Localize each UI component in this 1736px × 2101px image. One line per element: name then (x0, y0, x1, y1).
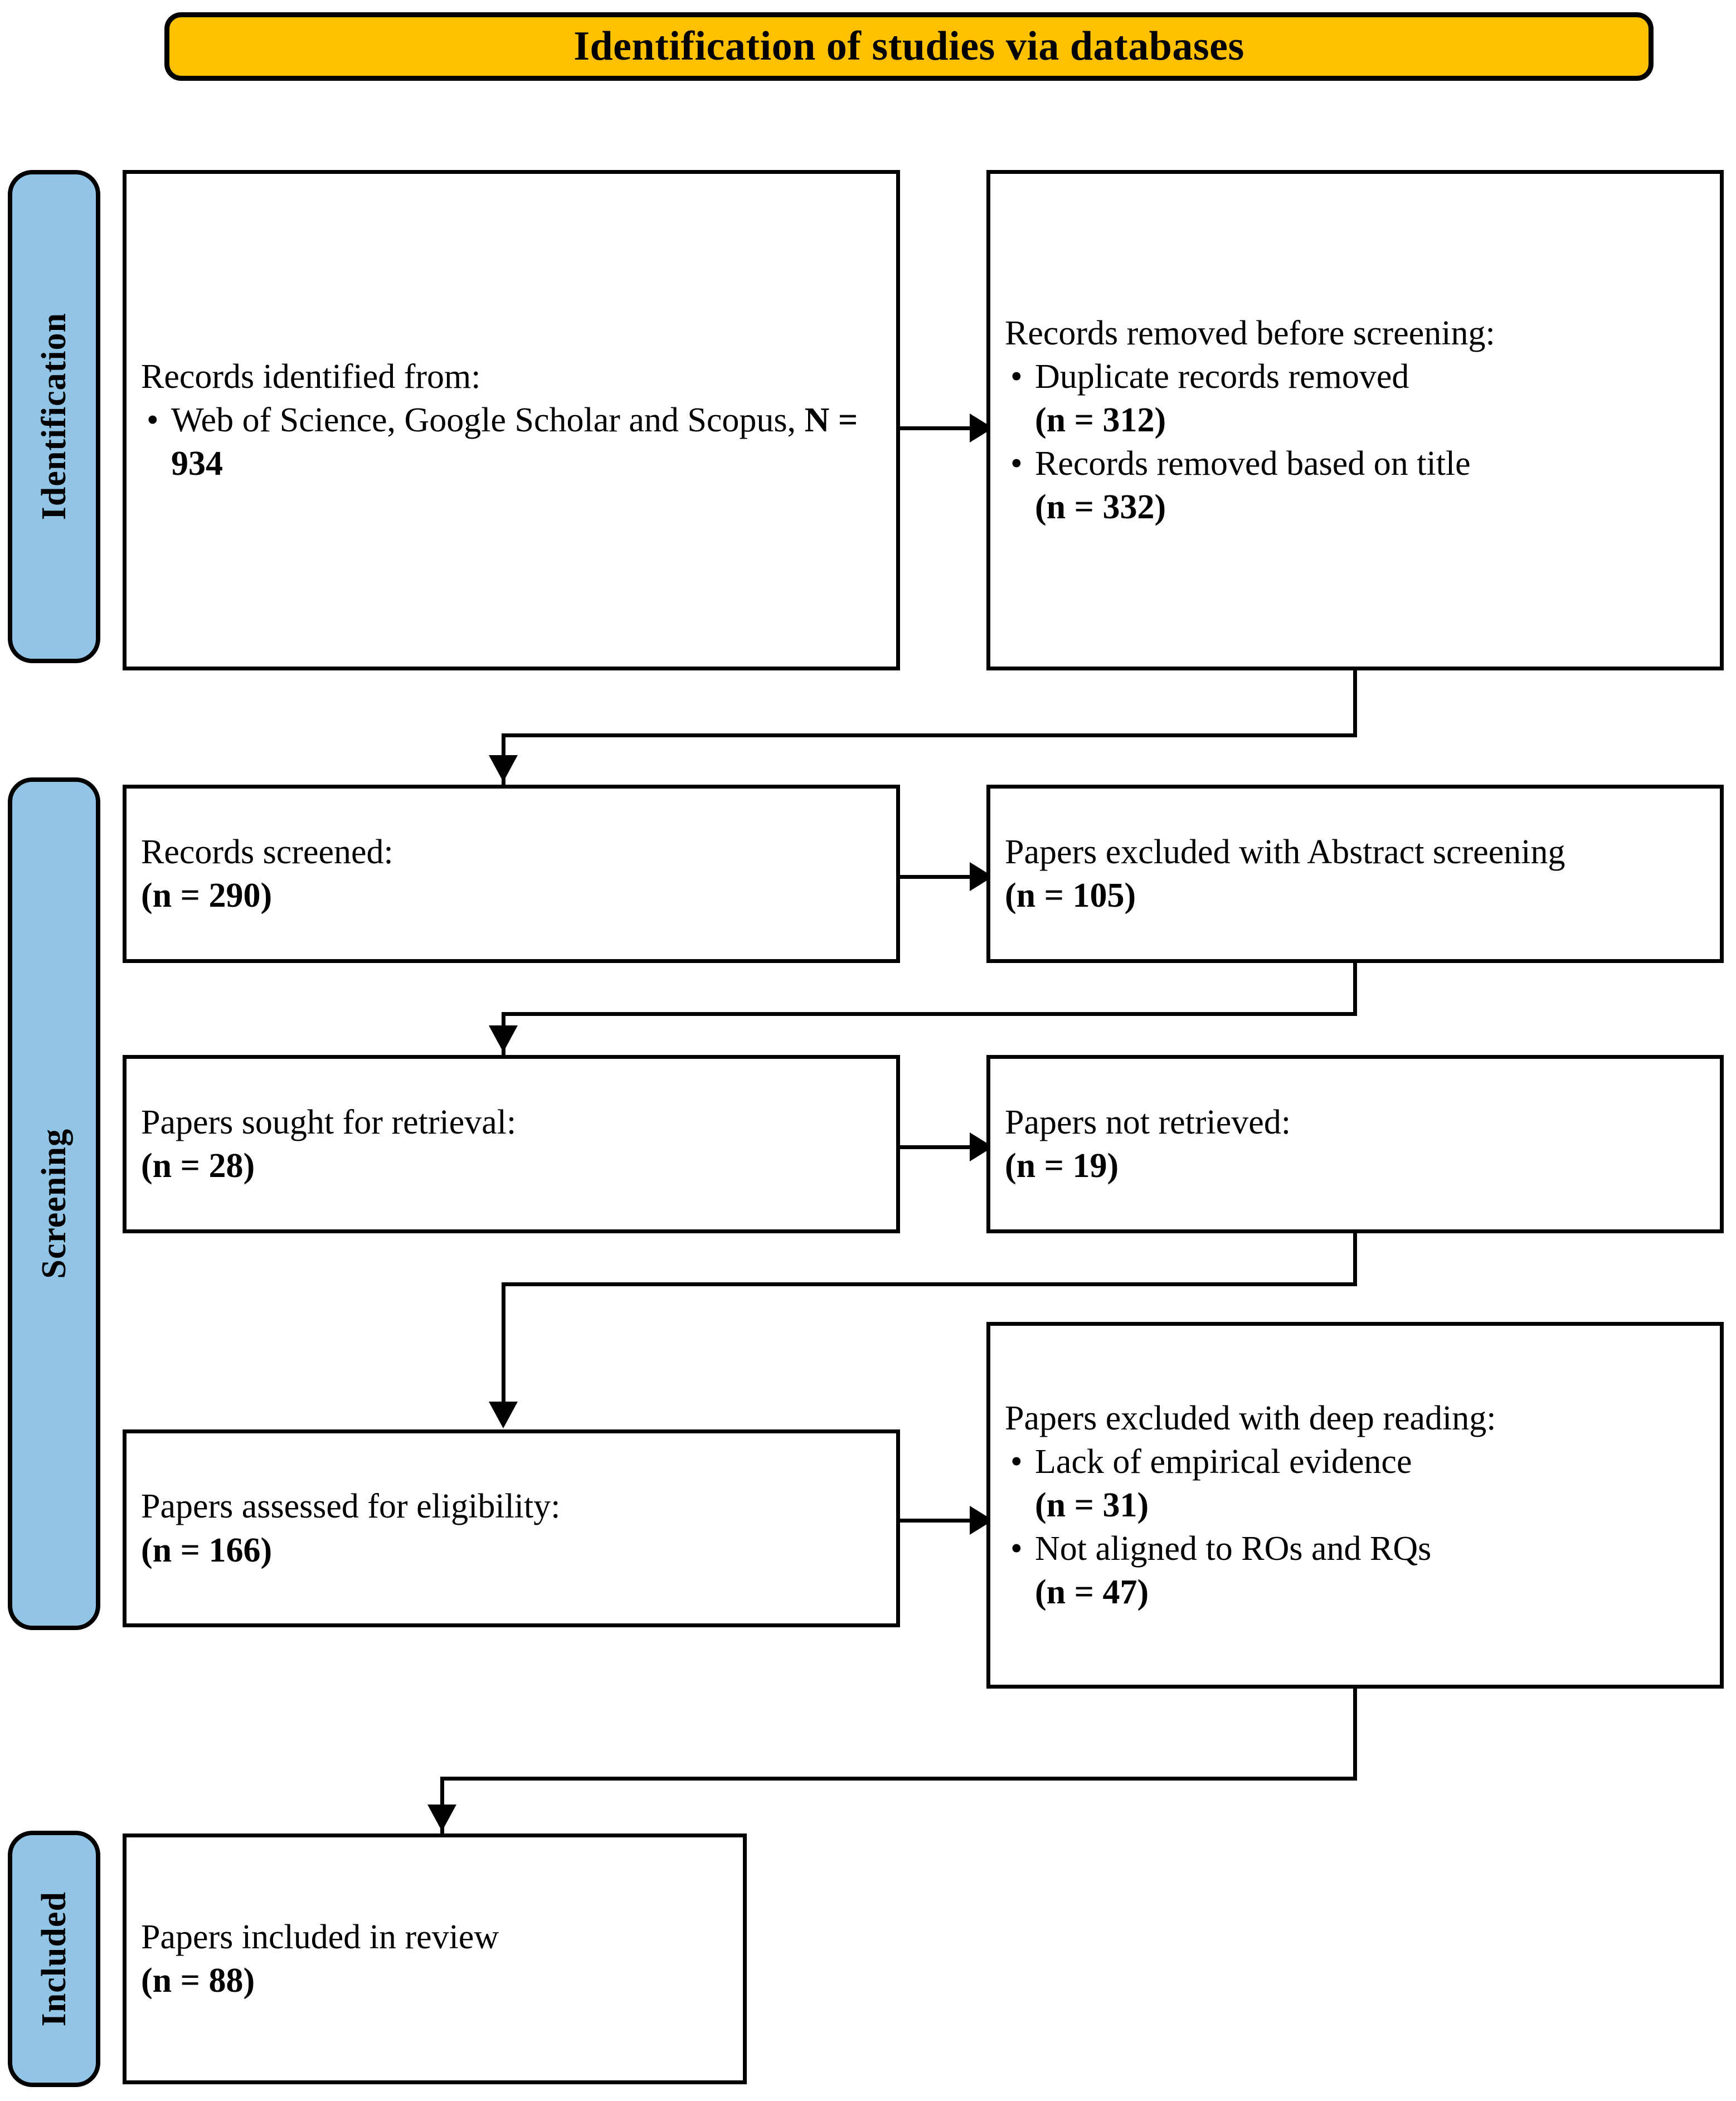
connector-row4-to-included-vline-right (1353, 1689, 1357, 1781)
excluded-deep-reading-item-0-text: Lack of empirical evidence (1035, 1442, 1412, 1481)
excluded-deep-reading-list: Lack of empirical evidence (n = 31) Not a… (1005, 1440, 1705, 1614)
box-excluded-abstract: Papers excluded with Abstract screening … (986, 785, 1724, 963)
connector-row4-to-included-arrow (427, 1805, 456, 1831)
records-removed-list: Duplicate records removed (n = 312) Recor… (1005, 355, 1705, 529)
stage-label-screening-text: Screening (35, 1129, 73, 1279)
assessed-eligibility-count: (n = 166) (141, 1531, 273, 1569)
records-identified-heading: Records identified from: (141, 357, 481, 396)
connector-row3-to-row4-arrow (489, 1402, 518, 1428)
connector-row3-to-row4-hline (502, 1282, 1357, 1286)
excluded-deep-reading-item-1-count: (n = 47) (1035, 1573, 1149, 1612)
stage-label-identification: Identification (8, 170, 100, 663)
diagram-title-banner: Identification of studies via databases (164, 12, 1654, 81)
connector-sought-to-notretrieved-line (900, 1145, 970, 1149)
records-identified-list: Web of Science, Google Scholar and Scopu… (141, 398, 882, 485)
records-removed-heading: Records removed before screening: (1005, 314, 1495, 352)
list-item: Not aligned to ROs and RQs (n = 47) (1010, 1527, 1705, 1614)
connector-row1-to-row2-vline-right (1353, 670, 1357, 737)
connector-row3-to-row4-vline-right (1353, 1233, 1357, 1286)
connector-row2-to-row3-arrow (489, 1025, 518, 1052)
connector-row2-to-row3-vline-right (1353, 963, 1357, 1016)
records-identified-item-0-text: Web of Science, Google Scholar and Scopu… (171, 401, 805, 439)
list-item: Lack of empirical evidence (n = 31) (1010, 1440, 1705, 1527)
excluded-deep-reading-item-1-text: Not aligned to ROs and RQs (1035, 1530, 1432, 1568)
records-identified-item-0-count: N = 934 (171, 401, 858, 483)
excluded-abstract-heading: Papers excluded with Abstract screening (1005, 833, 1565, 871)
list-item: Records removed based on title (n = 332) (1010, 442, 1705, 529)
stage-label-screening: Screening (8, 777, 100, 1630)
connector-assessed-to-deepreading-line (900, 1519, 970, 1523)
connector-identified-to-removed-line (900, 426, 970, 430)
list-item: Web of Science, Google Scholar and Scopu… (147, 398, 882, 485)
records-removed-item-0-text: Duplicate records removed (1035, 357, 1409, 396)
assessed-eligibility-heading: Papers assessed for eligibility: (141, 1487, 561, 1526)
stage-label-included-text: Included (35, 1891, 73, 2027)
papers-included-count: (n = 88) (141, 1962, 255, 2000)
not-retrieved-count: (n = 19) (1005, 1147, 1119, 1185)
connector-row4-to-included-hline (440, 1777, 1357, 1781)
stage-label-included: Included (8, 1831, 100, 2087)
list-item: Duplicate records removed (n = 312) (1010, 355, 1705, 442)
excluded-deep-reading-item-0-count: (n = 31) (1035, 1486, 1149, 1524)
connector-row3-to-row4-vline-left (502, 1282, 505, 1424)
records-removed-item-0-count: (n = 312) (1035, 401, 1166, 439)
excluded-abstract-count: (n = 105) (1005, 877, 1136, 915)
sought-retrieval-count: (n = 28) (141, 1147, 255, 1185)
records-removed-item-1-text: Records removed based on title (1035, 445, 1471, 483)
records-screened-heading: Records screened: (141, 833, 393, 871)
papers-included-heading: Papers included in review (141, 1918, 499, 1956)
box-excluded-deep-reading: Papers excluded with deep reading: Lack … (986, 1322, 1724, 1689)
connector-row2-to-row3-hline (502, 1012, 1357, 1016)
box-records-identified: Records identified from: Web of Science,… (123, 170, 900, 670)
sought-retrieval-heading: Papers sought for retrieval: (141, 1103, 517, 1141)
not-retrieved-heading: Papers not retrieved: (1005, 1103, 1291, 1141)
box-sought-retrieval: Papers sought for retrieval: (n = 28) (123, 1055, 900, 1233)
records-screened-count: (n = 290) (141, 877, 273, 915)
box-records-removed: Records removed before screening: Duplic… (986, 170, 1724, 670)
connector-row1-to-row2-hline (502, 733, 1357, 737)
records-removed-item-1-count: (n = 332) (1035, 488, 1166, 527)
connector-screened-to-excluded-line (900, 875, 970, 879)
box-records-screened: Records screened: (n = 290) (123, 785, 900, 963)
box-assessed-eligibility: Papers assessed for eligibility: (n = 16… (123, 1429, 900, 1627)
connector-row1-to-row2-arrow (489, 755, 518, 782)
box-not-retrieved: Papers not retrieved: (n = 19) (986, 1055, 1724, 1233)
stage-label-identification-text: Identification (35, 313, 73, 521)
box-papers-included: Papers included in review (n = 88) (123, 1833, 747, 2084)
excluded-deep-reading-heading: Papers excluded with deep reading: (1005, 1399, 1496, 1437)
diagram-title: Identification of studies via databases (573, 23, 1244, 69)
